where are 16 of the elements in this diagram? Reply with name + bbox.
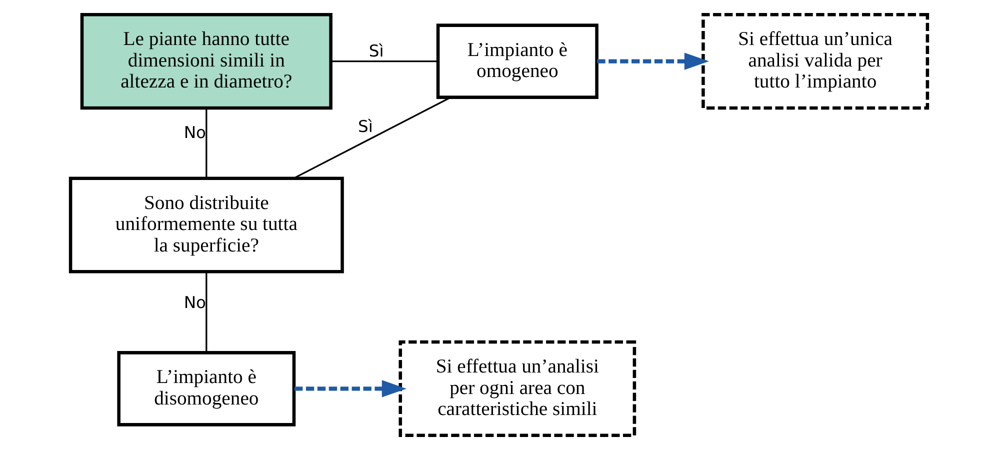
- edge-label: Sì: [368, 41, 384, 60]
- arrow: [294, 380, 406, 398]
- edge-label: No: [184, 123, 206, 142]
- connector: [293, 96, 452, 180]
- edge-label: Sì: [358, 117, 373, 136]
- node-box: Le piante hanno tutte dimensioni simili in altezza e in diametro?: [80, 13, 332, 110]
- connector: [206, 108, 208, 178]
- edge-label: No: [184, 292, 206, 312]
- node-box: Si effettua un’analisi per ogni area con caratteristiche simili: [398, 340, 636, 437]
- arrow: [597, 52, 710, 70]
- connector: [206, 272, 208, 352]
- node-box: L’impianto è disomogeneo: [117, 351, 296, 426]
- node-box: Si effettua un’unica analisi valida per tutto l’impianto: [702, 13, 930, 110]
- node-box: Sono distribuite uniformemente su tutta la superficie?: [68, 176, 344, 274]
- node-box: L’impianto è omogeneo: [436, 24, 598, 99]
- connector: [330, 60, 438, 62]
